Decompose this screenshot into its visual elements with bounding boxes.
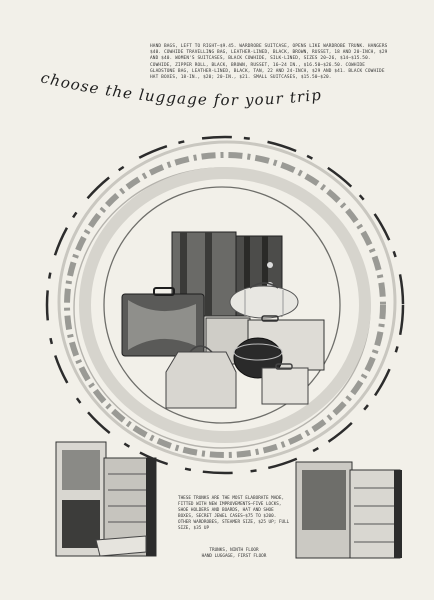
floor-directory: TRUNKS, NINTH FLOOR HAND LUGGAGE, FIRST … — [178, 548, 290, 560]
headline-curve: choose the luggage for your trip — [39, 68, 322, 109]
small-suitcase — [261, 363, 309, 405]
open-wardrobe-trunk-left — [55, 441, 157, 557]
zipper-roll-bag — [229, 282, 299, 319]
hand-luggage-floor-label: HAND LUGGAGE, FIRST FLOOR — [201, 554, 267, 559]
travel-frame-rings — [45, 135, 405, 475]
open-wardrobe-trunk-right — [295, 461, 402, 559]
trunks-description-text: THESE TRUNKS ARE THE MOST ELABORATE MADE… — [178, 496, 290, 531]
trunks-floor-label: TRUNKS, NINTH FLOOR — [209, 548, 259, 553]
luggage-description-text: HAND BAGS, LEFT TO RIGHT—$9.45. WARDROBE… — [150, 44, 388, 81]
gladstone-bag — [165, 345, 237, 409]
cowhide-suitcase — [121, 287, 205, 357]
